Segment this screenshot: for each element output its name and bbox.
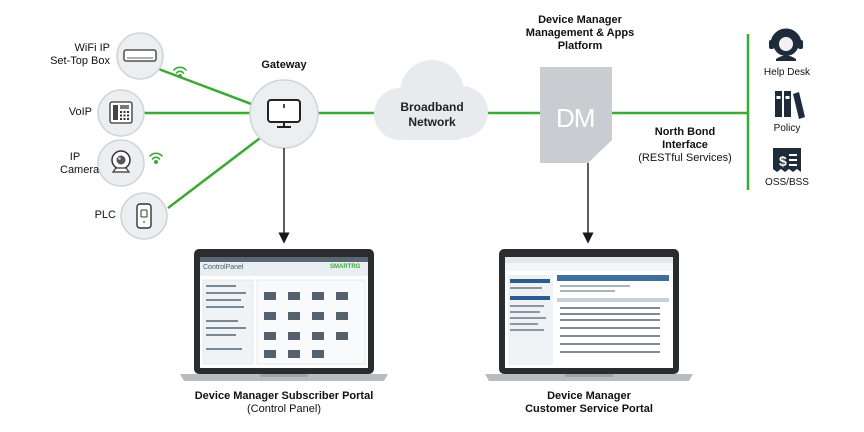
subscriber-portal-caption-line1: Device Manager Subscriber Portal xyxy=(194,390,374,402)
broadband-cloud xyxy=(374,60,488,140)
voip-label: VoIP xyxy=(68,106,92,118)
policy-binders-icon xyxy=(775,91,805,119)
north-bond-label: North Bond Interface (RESTful Services) xyxy=(622,126,748,165)
platform-title-line2: Management & Apps xyxy=(525,27,635,39)
customer-service-portal-caption: Device Manager Customer Service Portal xyxy=(489,390,689,416)
down-arrows xyxy=(278,148,594,244)
subscriber-portal-caption-line2: (Control Panel) xyxy=(247,403,321,415)
set-top-box-label: WiFi IP Set-Top Box xyxy=(40,42,110,68)
oss-bss-label: OSS/BSS xyxy=(765,177,809,188)
gateway-label: Gateway xyxy=(261,59,307,71)
subscriber-portal-caption: Device Manager Subscriber Portal (Contro… xyxy=(174,390,394,416)
oss-bss-invoice-icon: $ xyxy=(773,148,801,172)
cloud-label-line2: Network xyxy=(408,115,456,129)
set-top-box-label-line1: WiFi IP xyxy=(74,42,110,54)
wifi-icon xyxy=(173,66,187,79)
customer-service-portal-laptop xyxy=(485,249,693,381)
ip-camera-label: IP Camera xyxy=(60,151,100,177)
ip-camera-label-line2: Camera xyxy=(60,164,100,176)
gateway-monitor-icon xyxy=(267,99,301,128)
help-desk-headset-icon xyxy=(769,28,803,61)
help-desk-label: Help Desk xyxy=(763,67,811,78)
subscriber-portal-laptop xyxy=(180,249,388,381)
plc-label: PLC xyxy=(94,209,116,221)
platform-title: Device Manager Management & Apps Platfor… xyxy=(515,14,645,53)
north-bond-label-line2: Interface xyxy=(662,139,708,151)
line-settop-gateway xyxy=(139,60,263,110)
policy-label: Policy xyxy=(773,123,801,134)
cloud-label: Broadband Network xyxy=(392,100,472,130)
plc-adapter-icon xyxy=(136,203,152,229)
customer-service-portal-caption-line1: Device Manager xyxy=(547,390,631,402)
dm-logo: DM xyxy=(556,103,595,133)
north-bond-label-line3: (RESTful Services) xyxy=(638,152,732,164)
ip-camera-icon xyxy=(111,150,131,173)
connection-lines xyxy=(139,34,750,209)
dm-platform-box xyxy=(540,67,612,163)
set-top-box-label-line2: Set-Top Box xyxy=(50,55,110,67)
platform-title-line3: Platform xyxy=(557,40,603,52)
svg-text:$: $ xyxy=(779,153,787,169)
platform-title-line1: Device Manager xyxy=(538,14,622,26)
voip-phone-icon xyxy=(109,101,133,124)
smartrg-screen-brand: SMARTRG xyxy=(330,264,361,270)
cloud-label-line1: Broadband xyxy=(400,100,464,114)
line-plc-gateway xyxy=(167,131,269,209)
wifi-icon xyxy=(149,152,163,165)
control-panel-screen-title: ControlPanel xyxy=(203,264,244,271)
north-bond-label-line1: North Bond xyxy=(654,126,716,138)
ip-camera-label-line1: IP xyxy=(69,151,81,163)
set-top-box-icon xyxy=(123,49,157,62)
customer-service-portal-caption-line2: Customer Service Portal xyxy=(525,403,653,415)
